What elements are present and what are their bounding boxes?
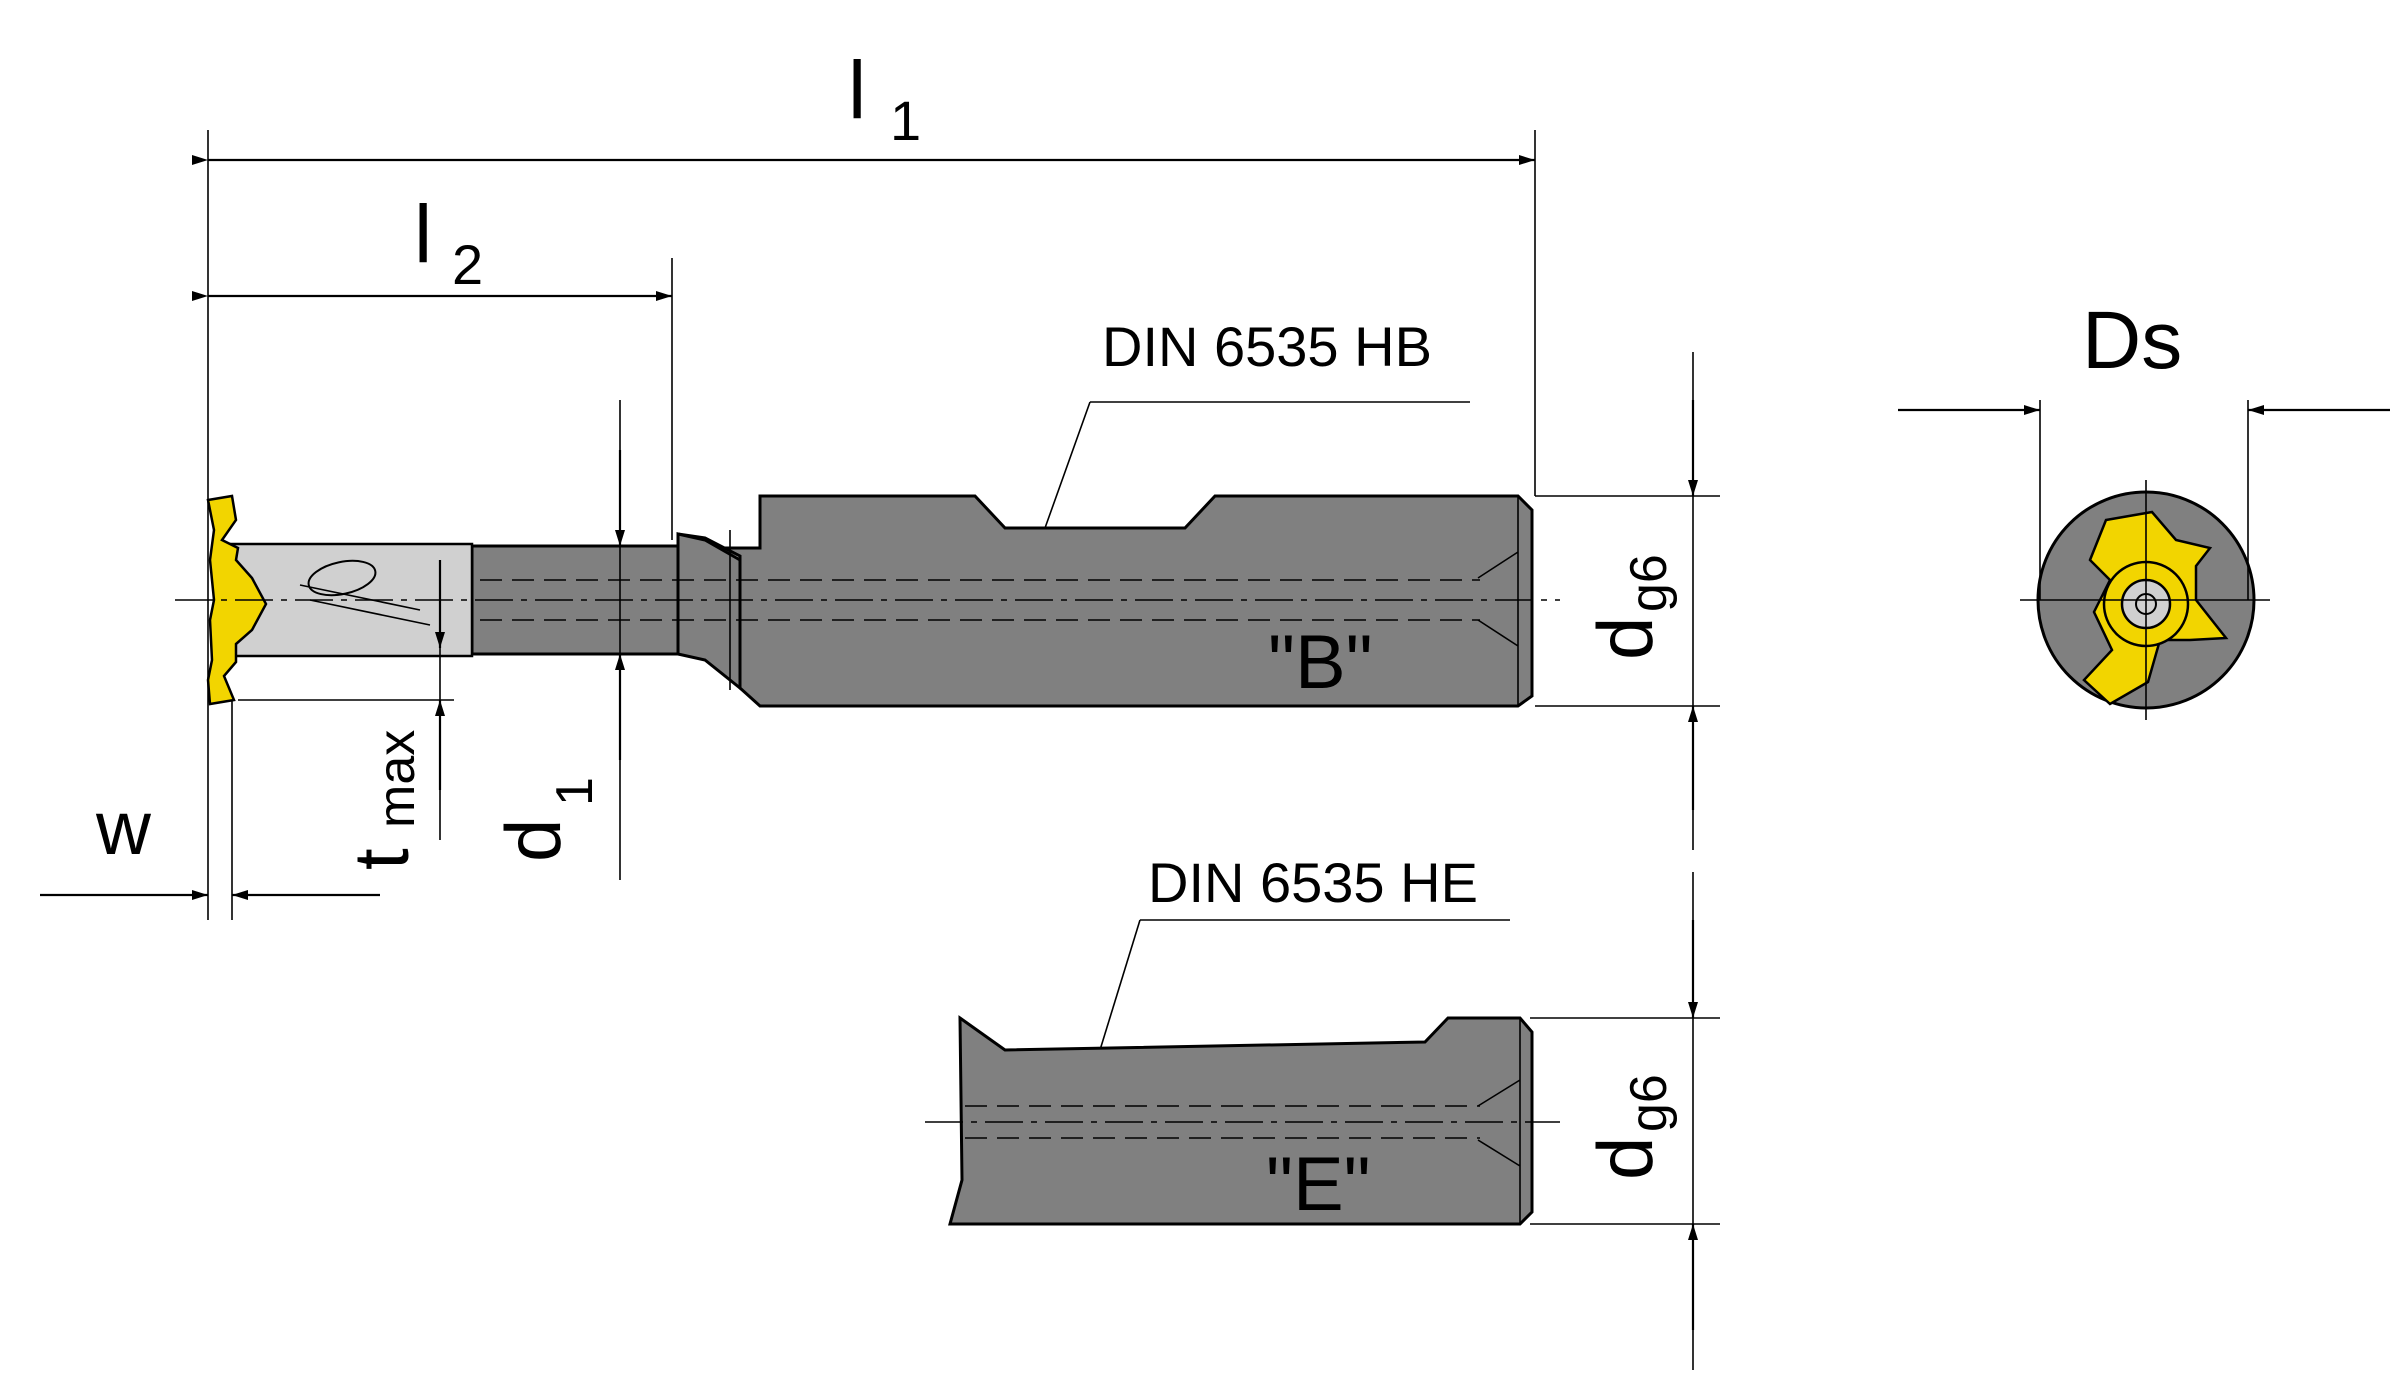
shank-e-view (925, 1015, 1560, 1226)
l1-label: l (848, 45, 866, 136)
d1-subscript: 1 (546, 777, 604, 806)
labels: l 1 l 2 DIN 6535 HB DIN 6535 HE "B" "E" … (95, 45, 2182, 1227)
l2-subscript: 2 (452, 233, 483, 296)
tmax-label: t (337, 848, 425, 870)
shank-e-label: "E" (1266, 1142, 1371, 1227)
l1-subscript: 1 (890, 89, 921, 152)
end-view (1898, 400, 2390, 720)
shank-he (948, 1015, 1534, 1226)
shank-b-label: "B" (1268, 620, 1373, 705)
w-label: w (95, 786, 152, 871)
tmax-subscript: max (368, 730, 426, 828)
dg6-subscript-e: g6 (1620, 1074, 1678, 1132)
dg6-subscript-b: g6 (1620, 554, 1678, 612)
dg6-label-b: d (1581, 617, 1669, 660)
d1-label: d (489, 819, 577, 862)
dg6-label-e: d (1581, 1137, 1669, 1180)
dimension-lines (40, 130, 1720, 1370)
shank-hb (676, 494, 1534, 708)
tool-side-view (175, 494, 1560, 708)
din-hb-label: DIN 6535 HB (1102, 315, 1432, 378)
l2-label: l (414, 189, 432, 280)
din-he-label: DIN 6535 HE (1148, 851, 1478, 914)
ds-label: Ds (2082, 295, 2182, 386)
